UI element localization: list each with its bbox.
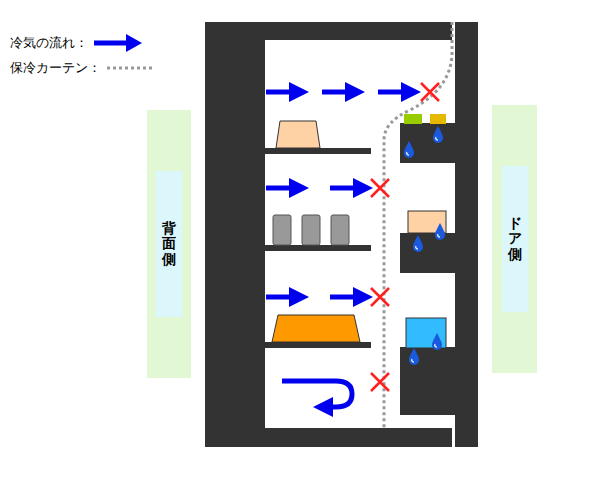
legend-row: 保冷カーテン： [10, 58, 157, 78]
arrow-sample [92, 33, 144, 53]
door-side-band: ドア側 [492, 105, 537, 373]
dotted-line-sample [105, 58, 157, 78]
legend-row: 冷気の流れ： [10, 33, 144, 53]
side-label: ドア側 [502, 166, 528, 312]
legend-text: 冷気の流れ： [10, 34, 88, 52]
legend-text: 保冷カーテン： [10, 59, 101, 77]
back-side-band: 背面側 [147, 110, 191, 378]
side-label: 背面側 [156, 171, 182, 317]
